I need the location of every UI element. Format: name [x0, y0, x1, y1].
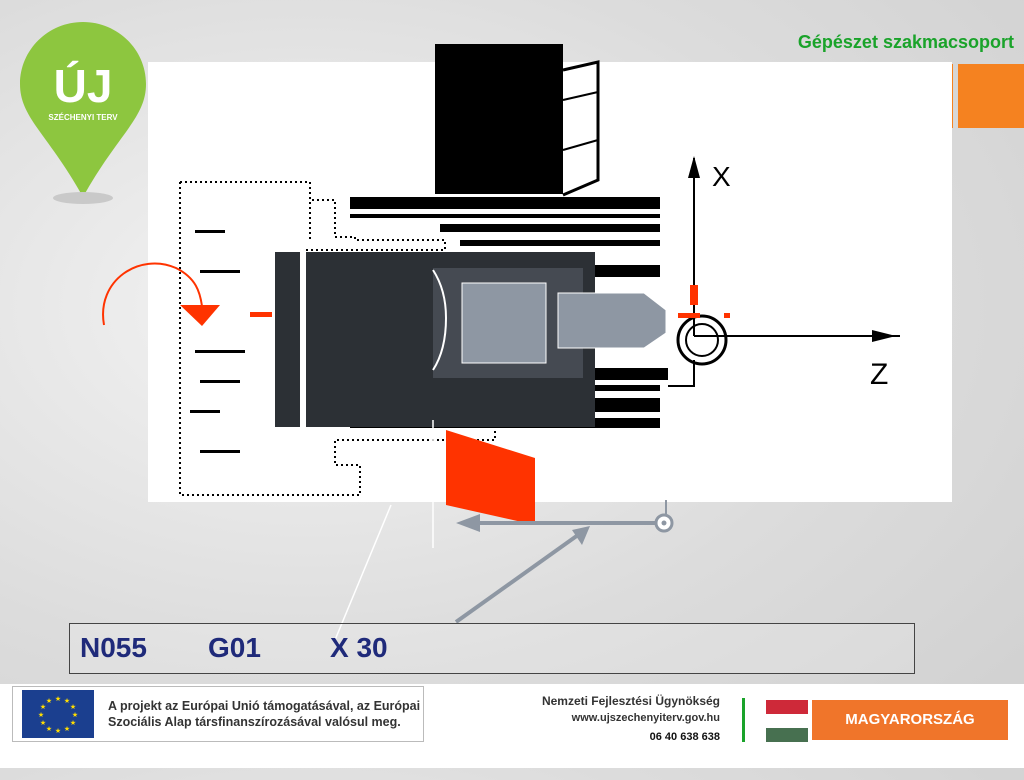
rotation-arrowhead: [180, 305, 220, 326]
z-axis-arrow: [872, 330, 896, 342]
agency-name: Nemzeti Fejlesztési Ügynökség: [541, 694, 720, 708]
svg-text:★: ★: [46, 697, 52, 705]
svg-text:★: ★: [72, 711, 78, 719]
rotation-arc: [102, 262, 203, 326]
eu-notice-frame: [12, 686, 424, 742]
svg-text:★: ★: [70, 719, 76, 727]
workpiece-small-diameter: [557, 292, 667, 349]
nc-block-number: N055: [80, 632, 147, 663]
cutting-tool: [446, 430, 535, 525]
footer-divider: [742, 698, 745, 742]
nc-command-box: N055 G01 X 30: [69, 623, 915, 674]
origin-mark: [678, 313, 700, 318]
workpiece-large-diameter: [461, 282, 547, 364]
svg-text:★: ★: [46, 725, 52, 733]
svg-text:★: ★: [40, 719, 46, 727]
logo-sub-text: SZÉCHENYI TERV: [48, 113, 118, 122]
origin-circle: [676, 314, 728, 366]
hungarian-flag-icon: [766, 700, 808, 742]
z-axis-label: Z: [870, 358, 888, 391]
tool-path-diagonal: [454, 533, 580, 624]
agency-phone: 06 40 638 638: [649, 731, 720, 743]
x-axis-arrow: [688, 156, 700, 178]
uj-szechenyi-terv-logo: ÚJ SZÉCHENYI TERV: [20, 22, 146, 204]
svg-text:★: ★: [40, 703, 46, 711]
x-axis-label: X: [712, 161, 731, 192]
eu-text-line2: Szociális Alap társfinanszírozásával val…: [108, 715, 401, 729]
turret-outline: [562, 60, 600, 197]
agency-url: www.ujszechenyiterv.gov.hu: [571, 712, 720, 724]
nc-g-code: G01: [208, 632, 261, 663]
eu-text-line1: A projekt az Európai Unió támogatásával,…: [108, 699, 421, 713]
logo-main-text: ÚJ: [54, 60, 113, 112]
eu-flag-icon: ★★★ ★★★ ★★★ ★★★: [22, 690, 94, 738]
chuck-dots: [190, 230, 245, 453]
axes: [668, 158, 900, 387]
eu-funding-text: A projekt az Európai Unió támogatásával,…: [108, 698, 420, 730]
svg-text:★: ★: [55, 695, 61, 703]
svg-text:★: ★: [55, 727, 61, 735]
svg-text:★: ★: [64, 697, 70, 705]
header-title: Gépészet szakmacsoport: [797, 32, 1014, 52]
svg-text:★: ★: [38, 711, 44, 719]
nc-coordinate: X 30: [330, 632, 388, 663]
chuck-face: [300, 252, 306, 427]
magyarorszag-megujul-badge: MAGYARORSZÁG MEGÚJUL: [812, 700, 1008, 768]
chuck-marker: [250, 312, 272, 317]
tool-path-arrowhead: [456, 514, 480, 532]
svg-text:★: ★: [64, 725, 70, 733]
svg-text:★: ★: [70, 703, 76, 711]
turret-block: [435, 44, 563, 194]
orange-accent-block: [958, 64, 1024, 128]
